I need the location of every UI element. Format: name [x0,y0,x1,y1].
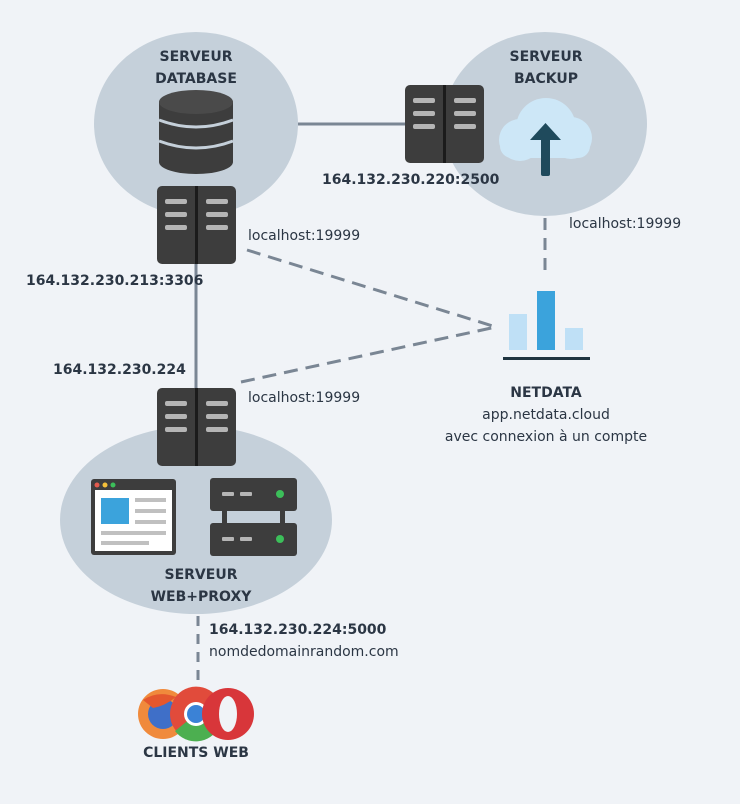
storage-server-icon [210,478,297,556]
database-cylinder-icon [158,90,234,174]
bar-chart-icon [503,291,590,360]
web-ip-label: 164.132.230.224 [53,362,186,378]
backup-title: SERVEUR BACKUP [486,46,606,90]
web-title: SERVEUR WEB+PROXY [126,564,276,608]
cloud-upload-icon [499,98,592,176]
web-zone [60,426,332,614]
domain-label: nomdedomainrandom.com [209,644,399,660]
database-port-label: 164.132.230.213:3306 [26,273,204,289]
web-browsers-icon [138,686,254,742]
web-netdata-link [240,325,497,384]
web-port-label: 164.132.230.224:5000 [209,622,387,638]
database-netdata-port-label: localhost:19999 [248,228,361,244]
browser-window-icon [91,479,176,555]
web-server-rack-icon [157,388,236,466]
backup-title-line1: SERVEUR [509,49,583,65]
backup-title-line2: BACKUP [513,71,578,87]
web-title-line1: SERVEUR [164,567,238,583]
db-netdata-link [246,248,497,329]
database-title-line1: SERVEUR [159,49,233,65]
database-title: SERVEUR DATABASE [136,46,256,90]
backup-server-rack-icon [405,85,484,163]
netdata-subtitle2: avec connexion à un compte [444,429,648,445]
backup-netdata-port-label: localhost:19999 [569,216,682,232]
web-netdata-port-label: localhost:19999 [248,390,361,406]
database-server-rack-icon [157,186,236,264]
web-title-line2: WEB+PROXY [150,589,252,605]
backup-port-label: 164.132.230.220:2500 [322,172,500,188]
netdata-subtitle: app.netdata.cloud [482,407,610,423]
netdata-title: NETDATA [510,385,582,401]
clients-title: CLIENTS WEB [143,745,249,761]
database-title-line2: DATABASE [155,71,237,87]
